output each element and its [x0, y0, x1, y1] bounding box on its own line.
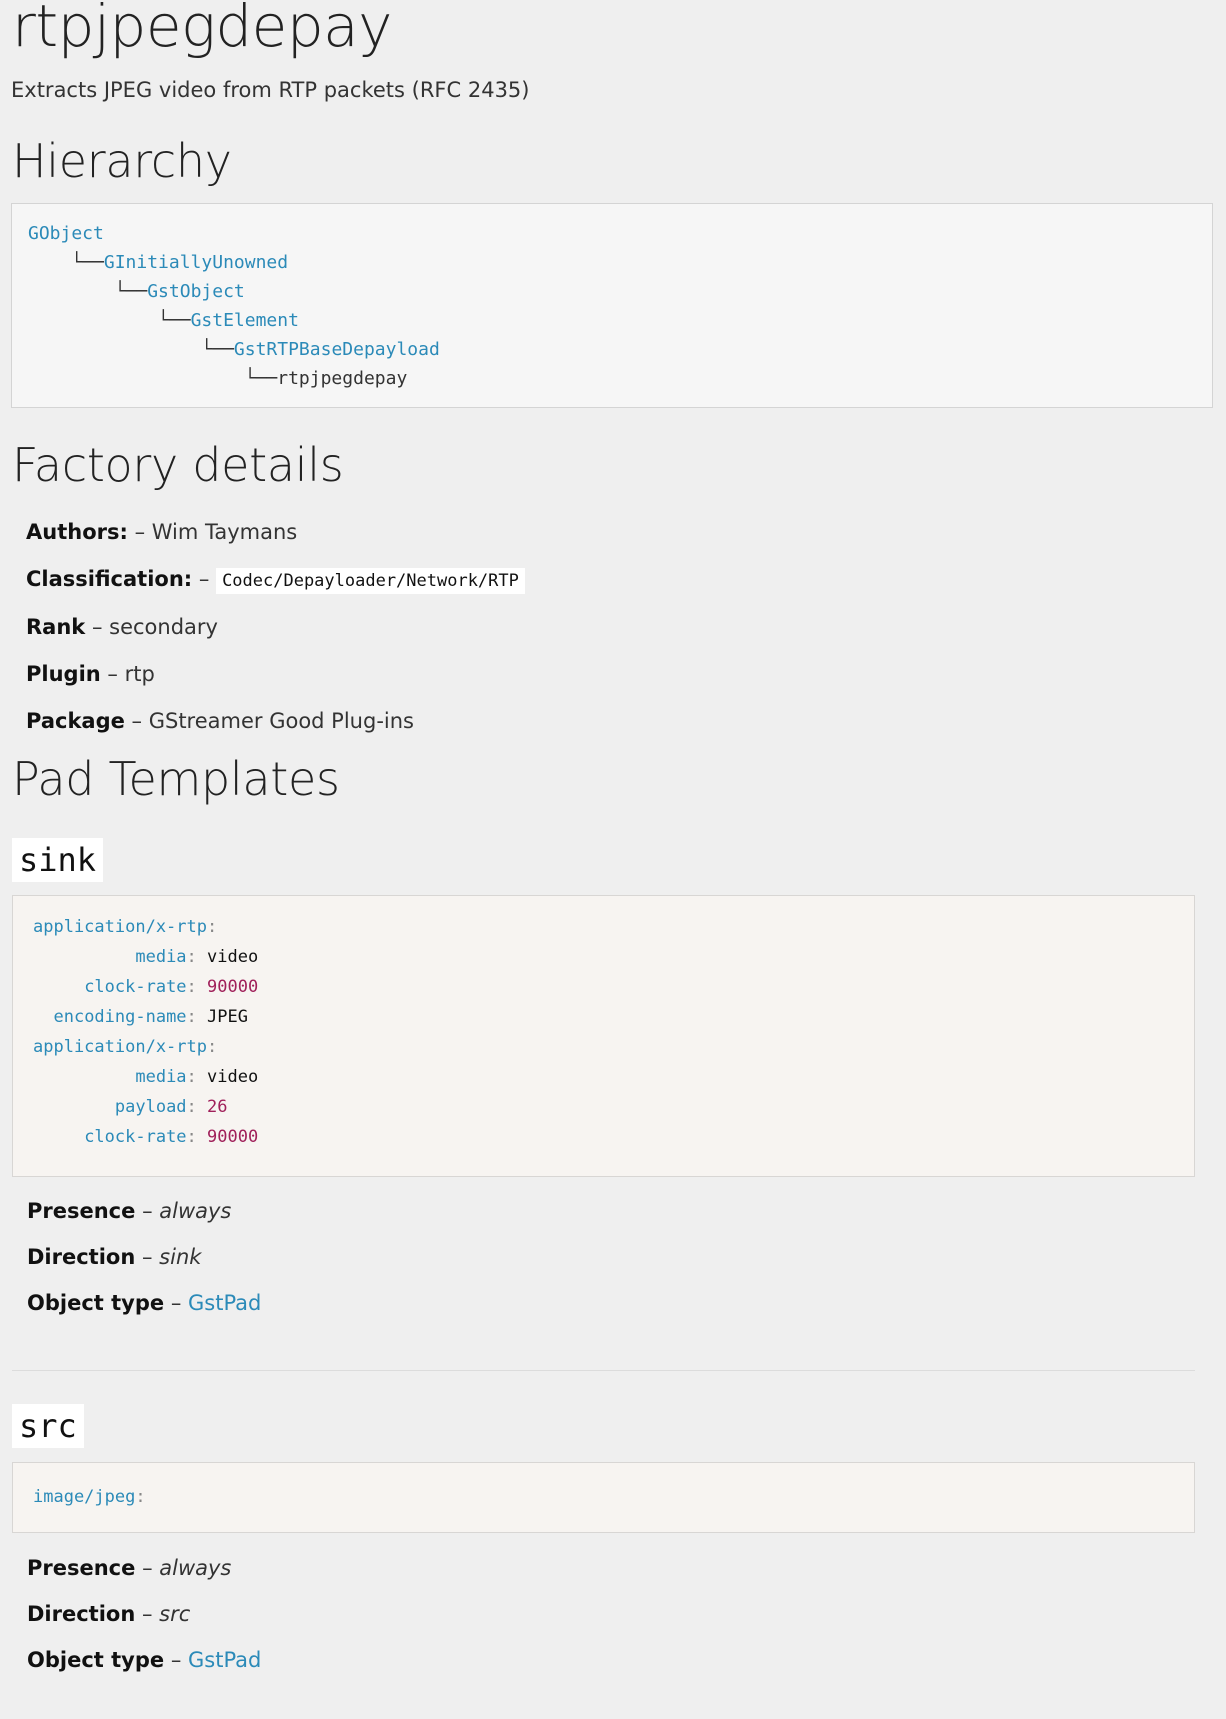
page-subtitle: Extracts JPEG video from RTP packets (RF… [11, 78, 530, 102]
caps-line: media: video [135, 1067, 259, 1087]
object-type-link-gstpad[interactable]: GstPad [188, 1648, 262, 1672]
sink-presence: Presence – always [27, 1199, 232, 1223]
authors-label: Authors: [26, 520, 128, 544]
caps-line: media: video [135, 947, 259, 967]
classification-dash: – [198, 567, 210, 591]
caps-value: 90000 [207, 977, 259, 997]
caps-value: 26 [207, 1097, 228, 1117]
caps-key: clock-rate [84, 1127, 187, 1147]
hierarchy-item: └──GstObject [28, 278, 245, 306]
tree-connector: └── [28, 281, 148, 302]
page-title: rtpjpegdepay [12, 0, 393, 60]
caps-key: image/jpeg [33, 1487, 136, 1507]
hierarchy-link-gstobject[interactable]: GstObject [147, 281, 245, 302]
tree-connector: └── [28, 252, 104, 273]
hierarchy-heading: Hierarchy [12, 134, 232, 188]
caps-key: application/x-rtp [33, 1037, 207, 1057]
caps-key: media [135, 1067, 187, 1087]
src-caps-box: image/jpeg: [12, 1462, 1195, 1533]
sink-direction: Direction – sink [27, 1245, 202, 1269]
pad-name-src: src [12, 1404, 84, 1448]
rank-label: Rank [26, 615, 86, 639]
caps-line: application/x-rtp: [33, 917, 218, 937]
rank-value: – secondary [91, 615, 218, 639]
caps-value: video [207, 1067, 259, 1087]
tree-connector: └── [28, 368, 278, 389]
authors-value: – Wim Taymans [134, 520, 298, 544]
hierarchy-link-gobject[interactable]: GObject [28, 223, 104, 244]
presence-label: Presence [27, 1199, 136, 1223]
plugin-value: – rtp [107, 662, 155, 686]
classification-value: Codec/Depayloader/Network/RTP [216, 568, 525, 594]
hierarchy-link-ginitiallyunowned[interactable]: GInitiallyUnowned [103, 252, 289, 273]
caps-value: 90000 [207, 1127, 259, 1147]
hierarchy-link-gstrtpbasedepayload[interactable]: GstRTPBaseDepayload [233, 339, 440, 360]
object-type-link-gstpad[interactable]: GstPad [188, 1291, 262, 1315]
src-object-type: Object type – GstPad [27, 1648, 262, 1672]
factory-authors: Authors: – Wim Taymans [26, 517, 297, 547]
hierarchy-item: GObject [28, 220, 104, 248]
direction-value: src [159, 1602, 191, 1626]
factory-details-heading: Factory details [12, 438, 344, 492]
presence-value: always [159, 1199, 232, 1223]
factory-plugin: Plugin – rtp [26, 659, 155, 689]
tree-connector: └── [28, 339, 234, 360]
object-type-label: Object type [27, 1648, 165, 1672]
caps-key: payload [114, 1097, 187, 1117]
tree-connector: └── [28, 310, 191, 331]
plugin-label: Plugin [26, 662, 101, 686]
caps-key: clock-rate [84, 977, 187, 997]
src-presence: Presence – always [27, 1556, 232, 1580]
direction-value: sink [159, 1245, 202, 1269]
classification-label: Classification: [26, 567, 193, 591]
package-label: Package [26, 709, 125, 733]
direction-label: Direction [27, 1602, 136, 1626]
section-divider [12, 1370, 1195, 1371]
hierarchy-item: └──rtpjpegdepay [28, 365, 408, 393]
sink-object-type: Object type – GstPad [27, 1291, 262, 1315]
direction-label: Direction [27, 1245, 136, 1269]
caps-line: clock-rate: 90000 [84, 1127, 259, 1147]
hierarchy-box: GObject └──GInitiallyUnowned └──GstObjec… [11, 203, 1213, 408]
hierarchy-current-element: rtpjpegdepay [277, 368, 408, 389]
presence-value: always [159, 1556, 232, 1580]
factory-rank: Rank – secondary [26, 612, 218, 642]
hierarchy-item: └──GstElement [28, 307, 299, 335]
src-direction: Direction – src [27, 1602, 191, 1626]
caps-value: video [207, 947, 259, 967]
object-type-label: Object type [27, 1291, 165, 1315]
sink-caps-box: application/x-rtp: media: video clock-ra… [12, 895, 1195, 1177]
caps-line: payload: 26 [114, 1097, 228, 1117]
caps-key: application/x-rtp [33, 917, 207, 937]
presence-label: Presence [27, 1556, 136, 1580]
caps-line: image/jpeg: [33, 1487, 146, 1507]
pad-templates-heading: Pad Templates [12, 752, 340, 806]
hierarchy-item: └──GInitiallyUnowned [28, 249, 288, 277]
hierarchy-link-gstelement[interactable]: GstElement [190, 310, 299, 331]
package-value: – GStreamer Good Plug-ins [131, 709, 414, 733]
caps-key: media [135, 947, 187, 967]
caps-line: application/x-rtp: [33, 1037, 218, 1057]
factory-package: Package – GStreamer Good Plug-ins [26, 706, 414, 736]
caps-line: encoding-name: JPEG [53, 1007, 248, 1027]
pad-name-sink: sink [12, 838, 104, 882]
caps-value: JPEG [207, 1007, 248, 1027]
caps-key: encoding-name [53, 1007, 187, 1027]
caps-line: clock-rate: 90000 [84, 977, 259, 997]
factory-classification: Classification: – Codec/Depayloader/Netw… [26, 564, 525, 594]
hierarchy-item: └──GstRTPBaseDepayload [28, 336, 440, 364]
